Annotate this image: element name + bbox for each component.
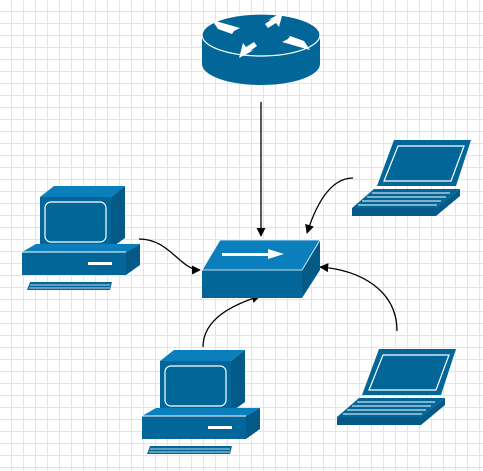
switch-icon[interactable] [201, 239, 321, 298]
laptop-top-right[interactable] [352, 140, 471, 216]
desktop-computer-icon [142, 350, 260, 454]
desktop-left[interactable] [22, 186, 140, 290]
edge-desktop-left-switch[interactable] [138, 238, 201, 275]
laptop-icon [337, 349, 456, 425]
desktop-computer-icon [22, 186, 140, 290]
laptop-bottom-right[interactable] [337, 349, 456, 425]
laptop-icon [352, 140, 471, 216]
edge-laptop-bottom-switch[interactable] [319, 263, 398, 332]
edge-desktop-bottom-switch[interactable] [202, 294, 261, 348]
desktop-bottom[interactable] [142, 350, 260, 454]
connectors [138, 102, 398, 348]
router-icon[interactable] [201, 12, 321, 85]
edge-laptop-top-switch[interactable] [305, 177, 354, 234]
